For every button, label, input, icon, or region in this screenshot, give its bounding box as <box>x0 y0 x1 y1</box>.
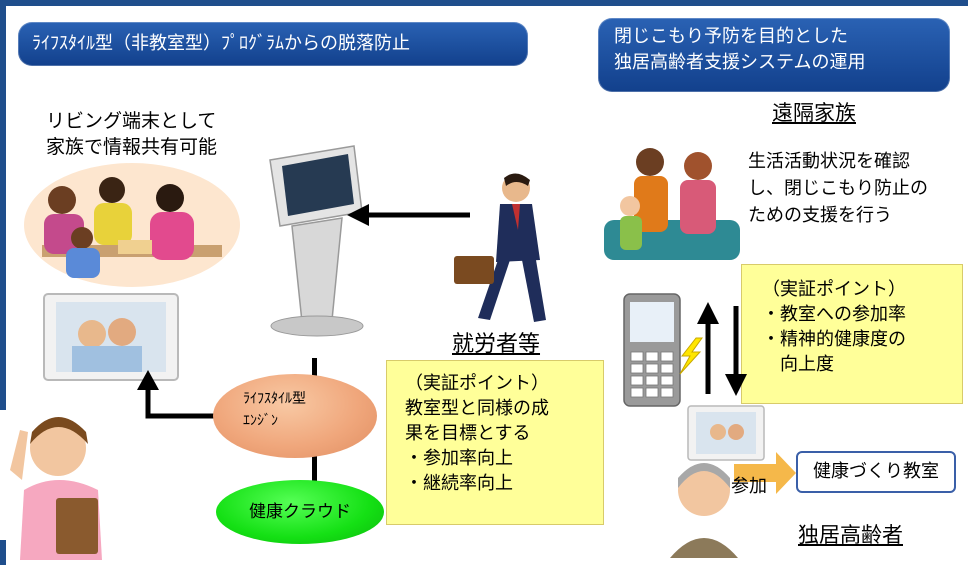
health-cloud-label: 健康クラウド <box>249 502 351 522</box>
banner-lifestyle-program: ﾗｲﾌｽﾀｲﾙ型（非教室型）ﾌﾟﾛｸﾞﾗﾑからの脱落防止 <box>18 22 528 66</box>
left-border <box>0 0 6 410</box>
callout-left-line4: ・参加率向上 <box>405 448 513 469</box>
health-class-box: 健康づくり教室 <box>796 451 956 493</box>
verification-points-left: （実証ポイント） 教室型と同様の成 果を目標とする ・参加率向上 ・継続率向上 <box>386 360 604 525</box>
engine-line2: ｴﾝｼﾞﾝ <box>243 413 278 429</box>
engine-line1: ﾗｲﾌｽﾀｲﾙ型 <box>243 391 306 407</box>
callout-right-line3: ・精神的健康度の <box>762 329 906 350</box>
bidirectional-arrows <box>697 302 747 396</box>
banner-lifestyle-text: ﾗｲﾌｽﾀｲﾙ型（非教室型）ﾌﾟﾛｸﾞﾗﾑからの脱落防止 <box>32 33 410 54</box>
join-arrow <box>734 452 796 494</box>
label-elderly: 独居高齢者 <box>798 523 903 547</box>
top-border <box>0 0 968 6</box>
family-note-line3: ための支援を行う <box>748 205 892 226</box>
elderly-woman-illustration <box>670 463 738 558</box>
family-note-line1: 生活活動状況を確認 <box>748 151 910 172</box>
callout-left-line5: ・継続率向上 <box>405 473 513 494</box>
banner-elderly-line1: 閉じこもり予防を目的とした <box>614 26 848 47</box>
arrow-engine-to-frame <box>137 370 223 419</box>
verification-points-right: （実証ポイント） ・教室への参加率 ・精神的健康度の 向上度 <box>741 264 963 404</box>
photo-frame-device-icon <box>43 293 179 381</box>
living-terminal-line2: 家族で情報共有可能 <box>46 136 218 158</box>
lifestyle-engine-node: ﾗｲﾌｽﾀｲﾙ型 ｴﾝｼﾞﾝ <box>213 374 377 458</box>
family-note-line2: し、閉じこもり防止の <box>748 178 928 199</box>
family-support-note: 生活活動状況を確認 し、閉じこもり防止の ための支援を行う <box>748 148 928 229</box>
label-workers: 就労者等 <box>452 332 541 357</box>
connector-kiosk-engine <box>312 358 317 378</box>
family-sharing-illustration <box>24 163 240 287</box>
banner-elderly-support: 閉じこもり予防を目的とした 独居高齢者支援システムの運用 <box>598 18 950 92</box>
banner-elderly-line2: 独居高齢者支援システムの運用 <box>614 52 866 73</box>
left-border-bottom <box>0 540 6 565</box>
living-terminal-line1: リビング端末として <box>46 110 217 132</box>
label-remote-family: 遠隔家族 <box>772 101 856 125</box>
woman-with-tablet-illustration <box>10 417 102 560</box>
photo-frame-small-icon <box>687 405 765 461</box>
callout-left-line3: 果を目標とする <box>405 423 531 444</box>
health-cloud-node: 健康クラウド <box>216 480 384 544</box>
living-terminal-caption: リビング端末として 家族で情報共有可能 <box>46 108 217 160</box>
remote-family-illustration <box>604 148 740 260</box>
arrow-worker-to-kiosk <box>347 204 470 226</box>
callout-right-line1: （実証ポイント） <box>762 279 906 300</box>
label-join: 参加 <box>731 476 767 497</box>
businessman-illustration <box>454 173 546 322</box>
callout-right-line4: 向上度 <box>762 354 834 375</box>
callout-right-line2: ・教室への参加率 <box>762 304 906 325</box>
callout-left-line2: 教室型と同様の成 <box>405 398 549 419</box>
health-class-label: 健康づくり教室 <box>813 461 939 482</box>
signal-lightning-icon <box>679 337 703 375</box>
connector-engine-cloud <box>312 455 317 483</box>
kiosk-terminal-icon <box>269 145 364 337</box>
callout-left-line1: （実証ポイント） <box>405 373 549 394</box>
mobile-phone-icon <box>623 293 681 407</box>
